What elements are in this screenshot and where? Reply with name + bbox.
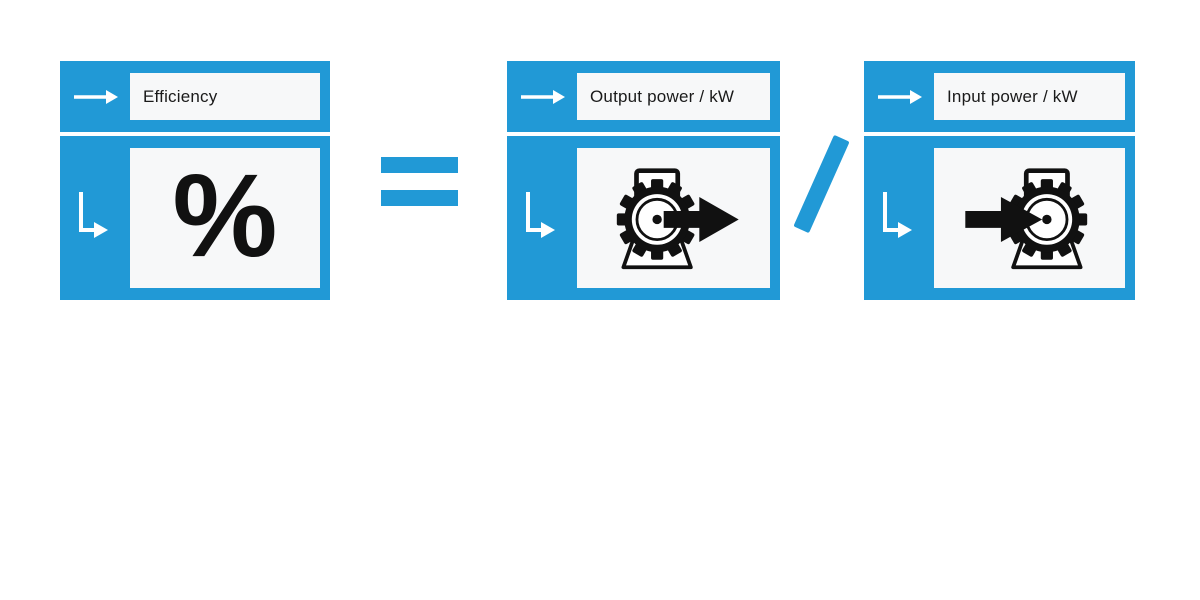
term-output-power-body: [507, 136, 780, 300]
down-right-arrow-icon: [883, 192, 912, 238]
equals-bar-bottom: [381, 190, 458, 206]
down-right-arrow-icon: [79, 192, 108, 238]
term-efficiency-label: Efficiency: [130, 73, 320, 120]
term-output-power-label: Output power / kW: [577, 73, 770, 120]
down-right-arrow-icon: [526, 192, 555, 238]
term-output-power-symbol-panel: [577, 148, 770, 288]
right-arrow-icon: [74, 90, 118, 104]
term-input-power-symbol-panel: [934, 148, 1125, 288]
motor-input-arrow-icon: [964, 167, 1087, 269]
equals-operator: [381, 157, 458, 206]
term-efficiency-header: Efficiency: [60, 61, 330, 132]
term-input-power-label: Input power / kW: [934, 73, 1125, 120]
term-efficiency-body: %: [60, 136, 330, 300]
term-efficiency-symbol-panel: %: [130, 148, 320, 288]
percent-sign: %: [172, 150, 278, 282]
right-arrow-icon: [878, 90, 922, 104]
equals-bar-top: [381, 157, 458, 173]
divide-operator: [793, 134, 850, 234]
term-input-power-header: Input power / kW: [864, 61, 1135, 132]
motor-output-arrow-icon: [616, 167, 739, 269]
term-output-power-header: Output power / kW: [507, 61, 780, 132]
right-arrow-icon: [521, 90, 565, 104]
term-input-power-body: [864, 136, 1135, 300]
